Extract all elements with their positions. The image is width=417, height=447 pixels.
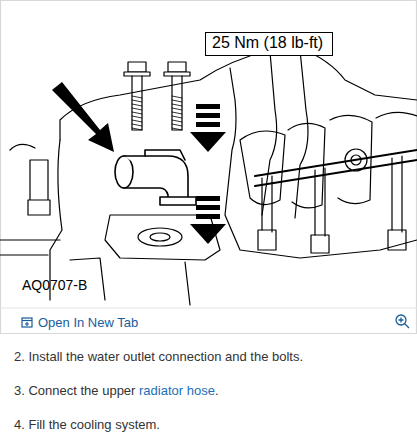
- figure-frame: [1, 1, 417, 334]
- water-outlet-connection: [115, 150, 196, 205]
- pointer-arrow: [52, 82, 114, 152]
- step-text: .: [215, 383, 219, 398]
- open-tab-icon: [22, 318, 32, 327]
- bolt: [164, 62, 190, 130]
- step-text: 3. Connect the upper: [14, 383, 135, 398]
- bolt: [124, 62, 150, 130]
- figure-code: AQ0707-B: [22, 277, 87, 293]
- manifold-outline: [60, 48, 417, 140]
- step-text: 2. Install the water outlet connection a…: [14, 349, 303, 364]
- step-text: 4. Fill the cooling system.: [14, 417, 160, 432]
- torque-spec-box: 25 Nm (18 lb-ft): [205, 32, 333, 56]
- link-text: Open In New Tab: [38, 315, 138, 330]
- torque-value: 25 Nm (18 lb-ft): [212, 34, 326, 52]
- zoom-icon: [396, 315, 409, 328]
- direction-arrow: [190, 104, 226, 244]
- link-text: radiator hose: [139, 383, 215, 398]
